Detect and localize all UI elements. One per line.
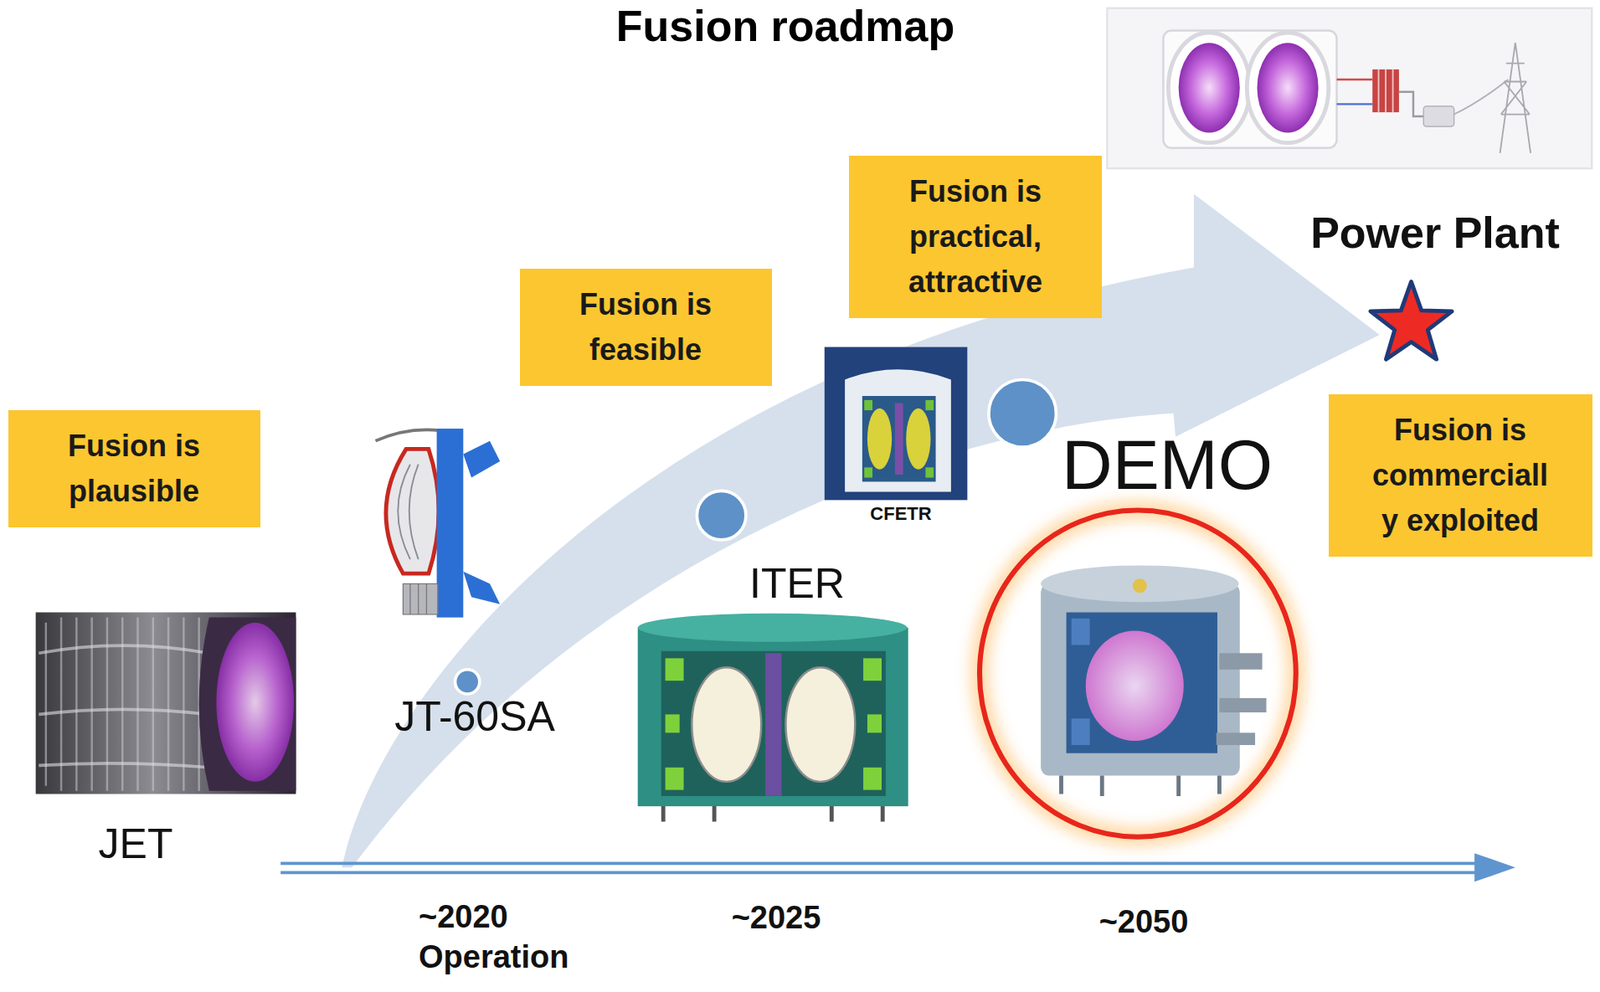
stage-text: Fusion is feasible — [551, 282, 741, 373]
pylon — [1500, 42, 1532, 154]
stage-text: Fusion is practical, attractive — [881, 169, 1071, 305]
central-column — [437, 428, 464, 618]
plasma-glow — [216, 622, 294, 782]
coil-block — [925, 400, 934, 411]
port — [463, 571, 500, 605]
jet-photo — [36, 612, 297, 794]
device-label: ITER — [749, 560, 845, 609]
plasma — [1257, 42, 1319, 133]
device-label: JT-60SA — [394, 693, 556, 742]
power-plant-picture — [1106, 8, 1592, 169]
axis-line — [280, 862, 1492, 866]
coil-block — [864, 467, 873, 478]
milestone-dot — [455, 669, 480, 695]
device-label: CFETR — [869, 503, 932, 525]
stage-text: Fusion is plausible — [40, 423, 229, 515]
central-solenoid — [765, 653, 782, 797]
picture-ground — [824, 347, 968, 501]
picture-frame — [824, 347, 968, 530]
highlight-glow — [979, 510, 1297, 838]
pipe — [1399, 92, 1424, 117]
device-label: JET — [98, 820, 174, 870]
port — [1219, 653, 1262, 670]
axis-line — [280, 871, 1492, 875]
cryostat-top — [1040, 565, 1239, 602]
axis-arrowhead — [1474, 853, 1516, 882]
port — [1216, 732, 1256, 746]
plasma — [1178, 42, 1240, 133]
stage-box: Fusion is plausible — [8, 410, 261, 528]
date-label: ~2020 Operation — [418, 897, 587, 978]
stage-box: Fusion is practical, attractive — [848, 155, 1102, 319]
device-label: DEMO — [1061, 429, 1273, 500]
coil-block — [867, 714, 882, 733]
coil-block — [665, 658, 685, 681]
support-legs — [663, 806, 883, 822]
cryostat — [1040, 583, 1240, 776]
milestone-dot — [696, 490, 746, 541]
coil-block — [863, 658, 882, 681]
coil-block — [863, 767, 882, 791]
coil-block — [864, 400, 873, 411]
jt60sa-schematic — [375, 428, 501, 618]
cryostat — [637, 627, 909, 807]
iter-cutaway — [637, 613, 909, 823]
generator — [1423, 106, 1455, 127]
base-box — [402, 583, 438, 615]
support-frame — [375, 429, 442, 441]
stage-text: Fusion is commerciall y exploited — [1366, 407, 1555, 544]
machine-frame — [1162, 30, 1337, 149]
port — [463, 441, 500, 479]
heat-exchanger — [1372, 69, 1400, 113]
pipe — [1337, 102, 1374, 105]
base-box — [410, 583, 428, 615]
stage-box: Fusion is feasible — [519, 268, 772, 386]
date-label: ~2050 — [1099, 904, 1189, 942]
coil-block — [665, 767, 685, 791]
coil-block — [1071, 718, 1091, 746]
coil-block — [665, 714, 680, 733]
goal-star — [1370, 281, 1452, 360]
plasma — [1085, 630, 1184, 741]
highlight-ring — [979, 510, 1297, 838]
central-solenoid — [895, 403, 904, 475]
cutaway-interior — [862, 396, 937, 482]
cutaway-interior — [661, 651, 886, 797]
vessel-wall — [199, 617, 297, 792]
vessel-wall — [38, 645, 210, 768]
pipe — [1337, 78, 1374, 81]
demo-picture — [979, 510, 1297, 838]
coil-block — [925, 467, 934, 478]
plasma-section — [385, 448, 439, 574]
cfetr-picture — [824, 347, 968, 530]
coil-ring — [1246, 32, 1329, 144]
vacuum-vessel — [905, 408, 931, 470]
stage-box: Fusion is commerciall y exploited — [1328, 394, 1593, 557]
port — [1219, 698, 1266, 713]
vacuum-vessel — [867, 408, 892, 470]
vacuum-vessel — [691, 667, 762, 782]
top-part — [1132, 578, 1148, 593]
vacuum-vessel — [785, 667, 855, 782]
cutaway-interior — [1066, 612, 1218, 753]
timeline-axis — [280, 853, 1516, 882]
coil-ring — [1167, 32, 1251, 144]
cryostat — [844, 369, 952, 492]
date-label: ~2025 — [731, 900, 822, 937]
diagram-title: Fusion roadmap — [616, 1, 955, 52]
milestone-dot — [988, 380, 1056, 448]
cryostat-top — [637, 613, 908, 643]
coil-block — [1071, 618, 1091, 646]
power-line — [1454, 79, 1509, 114]
support-legs — [1061, 776, 1220, 797]
picture-frame — [1106, 8, 1592, 169]
plasma-contour — [397, 464, 418, 560]
photo-frame — [36, 612, 297, 794]
goal-label: Power Plant — [1310, 208, 1560, 259]
heat-exchanger — [1378, 69, 1394, 113]
